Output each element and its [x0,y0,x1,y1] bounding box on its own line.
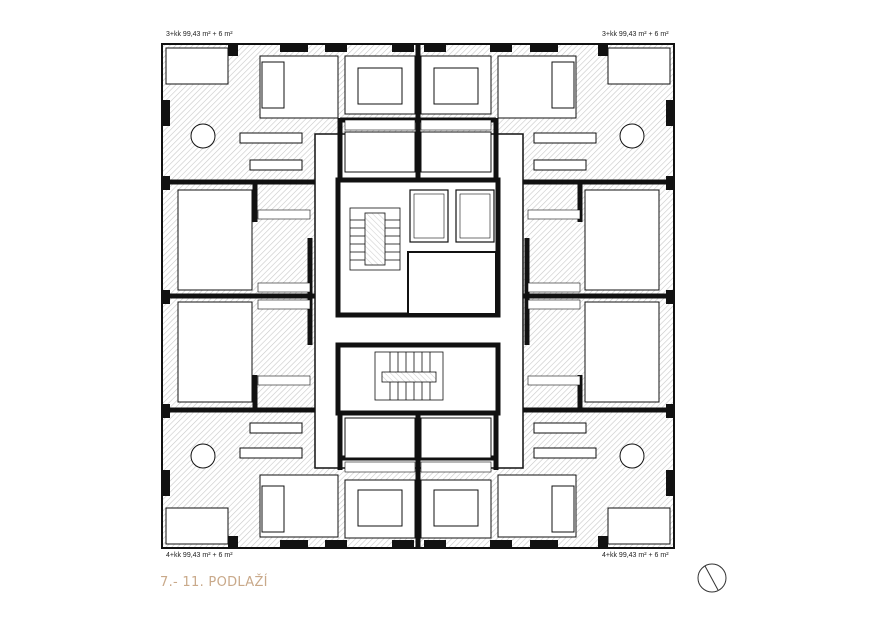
loggias [165,47,671,545]
floor-title: 7.- 11. PODLAŽÍ [160,575,268,590]
staircase-upper [349,207,401,271]
facade-piers [162,44,674,548]
apartment-label-bottom-right: 4+kk 99,43 m² + 6 m² [602,552,669,559]
apartment-label-top-right: 3+kk 99,43 m² + 6 m² [602,31,669,38]
wardrobes [257,119,581,473]
apartment-label-top-left: 3+kk 99,43 m² + 6 m² [166,31,233,38]
kitchens [239,132,597,459]
rooms [177,55,660,539]
shaft [407,251,497,315]
elevators [409,189,495,243]
apartment-label-bottom-left: 4+kk 99,43 m² + 6 m² [166,552,233,559]
staircase-lower [374,351,444,401]
north-arrow-icon [697,563,727,593]
beds [261,61,575,533]
